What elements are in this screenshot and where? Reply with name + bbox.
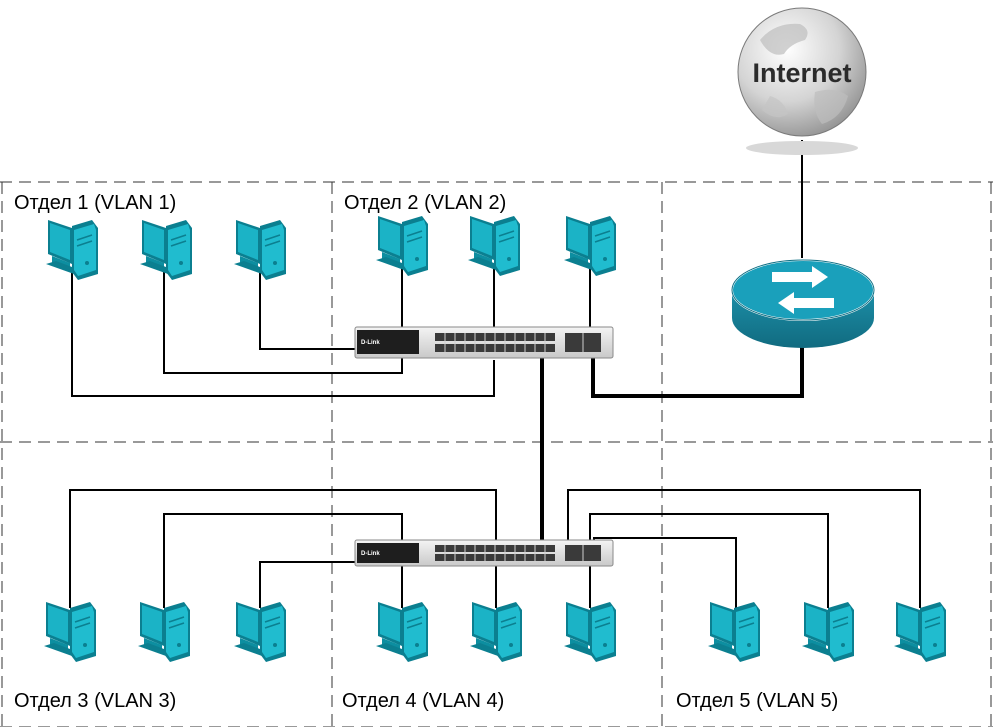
cable xyxy=(69,489,497,608)
desktop-computer-icon xyxy=(893,601,947,662)
cable xyxy=(589,513,829,608)
zone-label-5: Отдел 5 (VLAN 5) xyxy=(676,690,839,712)
zone-borders xyxy=(0,181,993,727)
zone-label-4: Отдел 4 (VLAN 4) xyxy=(342,690,505,712)
switch-brand-label: D-Link xyxy=(361,340,380,346)
zone-label-3: Отдел 3 (VLAN 3) xyxy=(14,690,177,712)
desktop-computer-icon xyxy=(563,215,617,276)
internet-label: Internet xyxy=(752,58,851,88)
zone-label-2: Отдел 2 (VLAN 2) xyxy=(344,192,507,214)
switch-bottom: D-Link xyxy=(354,539,614,567)
desktop-computer-icon xyxy=(801,601,855,662)
desktop-computer-icon xyxy=(137,601,191,662)
cable xyxy=(259,272,356,350)
zone-label-1: Отдел 1 (VLAN 1) xyxy=(14,192,177,214)
cable xyxy=(163,272,403,374)
cables xyxy=(69,140,921,608)
desktop-computer-icon xyxy=(375,601,429,662)
computers-bottom-row xyxy=(43,601,947,662)
cable xyxy=(567,489,921,608)
desktop-computer-icon xyxy=(375,215,429,276)
desktop-computer-icon xyxy=(467,215,521,276)
switch-brand-label: D-Link xyxy=(361,551,380,557)
switch-top: D-Link xyxy=(354,326,614,359)
router-icon xyxy=(731,259,875,348)
desktop-computer-icon xyxy=(139,219,193,280)
desktop-computer-icon xyxy=(563,601,617,662)
cable xyxy=(593,537,737,608)
desktop-computer-icon xyxy=(707,601,761,662)
trunk-cables xyxy=(540,344,804,540)
desktop-computer-icon xyxy=(469,601,523,662)
cable xyxy=(259,561,356,608)
cable xyxy=(163,513,403,608)
internet-globe-icon: Internet xyxy=(737,7,867,155)
desktop-computer-icon xyxy=(43,601,97,662)
computers-top-row xyxy=(45,215,617,280)
desktop-computer-icon xyxy=(45,219,99,280)
cable xyxy=(71,272,495,397)
desktop-computer-icon xyxy=(233,219,287,280)
desktop-computer-icon xyxy=(233,601,287,662)
